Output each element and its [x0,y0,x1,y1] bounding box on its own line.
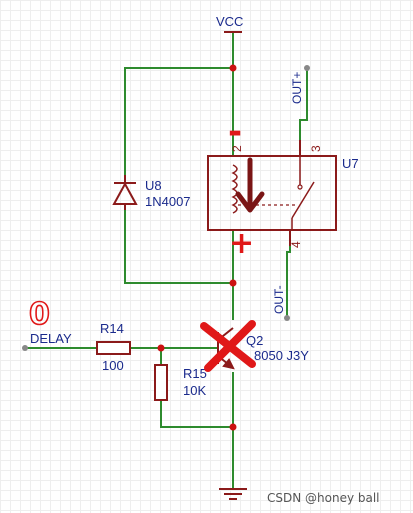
net-delay: DELAY [30,331,72,346]
q2-ref: Q2 [246,333,263,348]
annotation-circle-zero: 0 [29,297,50,332]
wire-out-plus [299,68,308,155]
relay-pin-4: 4 [289,241,303,248]
net-out-minus: OUT- [272,285,286,314]
relay-body [207,155,337,231]
watermark: CSDN @honey ball [267,491,380,505]
vcc-label: VCC [216,14,243,29]
relay-switch-arm [291,181,315,219]
wire-r15-bottom [160,400,233,428]
junction-coil [229,279,237,287]
junction-vcc [229,64,237,72]
junction-base [157,344,165,352]
relay-pin-2: 2 [230,145,244,152]
wires [25,32,308,488]
diode-value: 1N4007 [145,194,191,209]
r15-value: 10K [183,383,206,398]
r14-value: 100 [102,358,124,373]
annotation-minus: - [228,112,242,152]
annotations: - + 0 [28,112,265,372]
vcc-symbol: VCC [216,14,243,33]
wire-diode-bottom [124,210,233,284]
ground-symbol [219,488,247,500]
annotation-down-arrow [235,157,265,213]
diode-ref: U8 [145,178,162,193]
relay-coil [231,164,238,214]
net-endpoints [22,65,310,351]
annotation-plus: + [229,226,254,261]
annotation-x-mark [200,320,256,372]
r15-ref: R15 [183,366,207,381]
q2-emitter-arrow [222,358,235,370]
junction-emitter [229,423,237,431]
wire-diode-top [124,67,233,175]
junctions [157,64,237,431]
endpoint-out-plus [304,65,310,71]
r14-ref: R14 [100,321,124,336]
endpoint-out-minus [284,315,290,321]
diode-triangle [112,181,138,205]
relay-pin-3: 3 [309,145,323,152]
resistor-r15 [154,364,168,401]
q2-value: 8050 J3Y [254,348,309,363]
net-out-plus: OUT+ [290,72,304,104]
relay-switch-contact [297,184,303,190]
diode-u8 [112,175,138,210]
relay-ref: U7 [342,156,359,171]
endpoint-delay [22,345,28,351]
relay-u7 [207,140,337,246]
resistor-r14 [96,341,131,355]
